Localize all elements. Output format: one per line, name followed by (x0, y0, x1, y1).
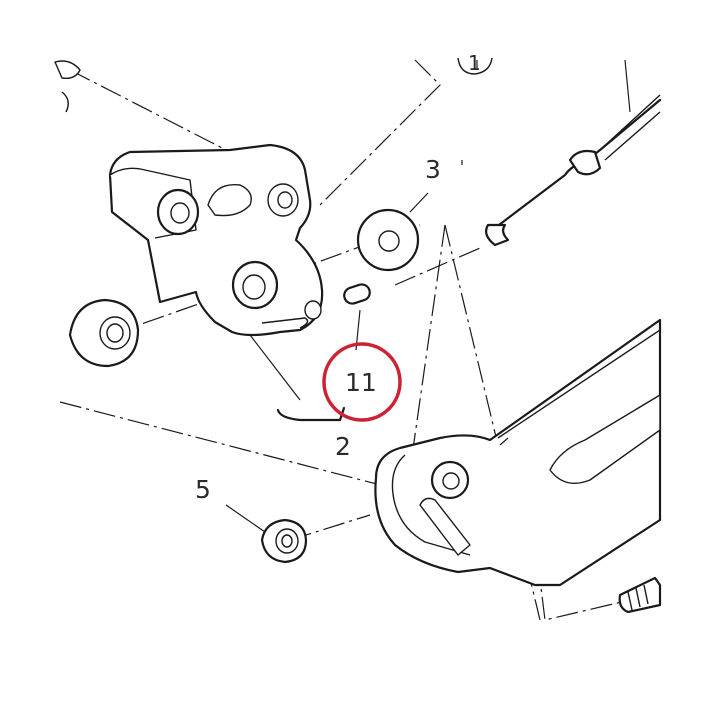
callout-2: 2 (335, 432, 351, 461)
stand-notch (499, 437, 509, 446)
bracket-hole-left (170, 202, 190, 224)
top-bolt-fragment (457, 57, 493, 75)
spring-leader (249, 334, 301, 401)
mounting-bracket (108, 143, 324, 337)
spring-coil (599, 94, 661, 161)
bracket-hole-right (277, 191, 293, 209)
bracket-pivot-hole (242, 274, 266, 300)
frame-fragment-curve (61, 91, 69, 113)
callout-3: 3 (425, 155, 441, 184)
spring-guide-line (624, 59, 631, 113)
stand-spring-slot (419, 497, 471, 556)
left-nut-hole (106, 323, 124, 343)
axis-lower-long (59, 401, 401, 491)
stand-bolt-thread (627, 584, 649, 611)
leader-3 (409, 192, 429, 213)
callout-1: 1 (468, 51, 481, 75)
spring-hook (485, 223, 510, 247)
bracket-slot (207, 183, 252, 217)
axis-upper-center (319, 59, 441, 206)
lower-nut-hole (281, 534, 293, 548)
axis-upper-left (69, 69, 231, 153)
frame-fragment (54, 60, 81, 113)
bracket-spring-seat (261, 317, 309, 329)
stand-pivot-hole (442, 472, 460, 490)
axis-clip (394, 247, 481, 286)
leader-5 (225, 504, 266, 533)
return-spring (485, 59, 662, 247)
stand-bolt-shank (618, 576, 662, 614)
stand-bolt (618, 576, 662, 614)
pin-body (343, 283, 371, 305)
highlight-circle (322, 342, 402, 422)
spring-wire (276, 406, 346, 422)
washer-part (356, 208, 420, 272)
callout-5: 5 (195, 475, 211, 504)
left-nut (68, 298, 140, 368)
callout-11: 11 (345, 368, 377, 397)
axis-vertical-center (409, 224, 446, 471)
stand-leg-groove (549, 394, 661, 484)
top-bolt-head (457, 57, 493, 75)
pin-part (343, 283, 371, 305)
side-stand (374, 318, 662, 587)
spring-collar (568, 149, 602, 176)
axis-vertical-right (444, 224, 541, 621)
frame-fragment-top (54, 60, 81, 80)
washer-hole (378, 230, 400, 252)
lower-nut (260, 518, 308, 564)
bracket-pin-hole (304, 300, 322, 320)
stand-leg-edge (497, 329, 661, 439)
spring-part (249, 334, 346, 422)
